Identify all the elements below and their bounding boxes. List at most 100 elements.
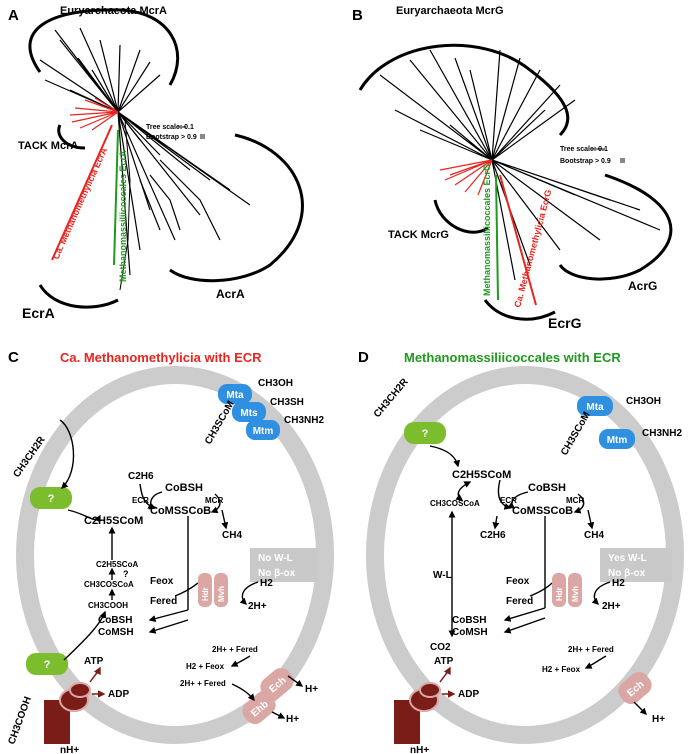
- atp-arrow-d: [439, 666, 451, 683]
- mvh-label-d: Mvh: [571, 586, 580, 602]
- cell-membrane-c: [16, 366, 334, 744]
- comsscob-c: CoMSSCoB: [150, 505, 211, 517]
- pathway-status-box-c: [250, 548, 318, 582]
- mta-transporter-d: Mta: [577, 396, 613, 416]
- methm-ecra-label: Methanomassiliicoccales EcrA: [118, 150, 128, 282]
- no-wl-c: No W-L: [258, 553, 293, 564]
- mta-label-c: Mta: [226, 390, 244, 401]
- panel-d-title: Methanomassiliicoccales with ECR: [404, 350, 621, 365]
- ch3scom-d: CH3SCoM: [559, 410, 593, 457]
- ch3scom-c: CH3SCoM: [203, 399, 237, 446]
- ecrg-arc: [483, 299, 556, 321]
- ch4-d: CH4: [584, 530, 604, 541]
- mtm-transporter-c: Mtm: [246, 420, 280, 440]
- ch3coscoa-c: CH3COSCoA: [84, 580, 134, 589]
- mvh-complex-c: [214, 573, 228, 607]
- panel-c: C Ca. Methanomethylicia with ECR Mta Mts…: [6, 349, 334, 754]
- cobsh-d: CoBSH: [528, 482, 566, 494]
- methm-ecrg-label: Methanomassiliicoccales EcrG: [482, 164, 492, 296]
- panel-c-letter: C: [8, 349, 19, 366]
- ch3coscoa-d: CH3COSCoA: [430, 499, 480, 508]
- meth-ecra-line: [51, 124, 113, 261]
- hdr-label-d: Hdr: [555, 587, 564, 601]
- tack-mcra-arc: [57, 124, 86, 150]
- ch3cooh-outside-c: CH3COOH: [6, 695, 33, 746]
- cobsh-c: CoBSH: [165, 482, 203, 494]
- meth-ecrg-line: [499, 174, 537, 306]
- ch3ch2r-d: CH3CH2R: [372, 376, 411, 420]
- ch3cooh-inside-c: CH3COOH: [88, 601, 128, 610]
- ech-arrows-c: [230, 655, 304, 719]
- mvh-label-c: Mvh: [217, 586, 226, 602]
- ecrg-label: EcrG: [548, 315, 582, 331]
- panel-a: A Euryarchaeota McrA TACK McrA Ca. Metha…: [8, 5, 304, 321]
- cobsh2-c: CoBSH: [98, 615, 132, 626]
- unknown-transporter-bottom-c: ?: [26, 653, 68, 675]
- ech-complex-c: [260, 667, 294, 701]
- mcrg-arc: [358, 43, 570, 137]
- question-c: ?: [123, 569, 129, 579]
- q-bottom-c: ?: [44, 659, 51, 671]
- tree-scale-a: Tree scale: 0.1: [146, 124, 194, 131]
- ecr-label-d: ECR: [500, 496, 517, 505]
- tack-mcra-label: TACK McrA: [18, 140, 78, 152]
- acrg-label: AcrG: [628, 279, 657, 293]
- h2-arrow-c: [239, 581, 259, 605]
- fered-d: Fered: [506, 596, 533, 607]
- methm-ecrg-line: [495, 174, 499, 301]
- atp-c: ATP: [84, 656, 104, 667]
- panel-c-title: Ca. Methanomethylicia with ECR: [60, 350, 262, 365]
- adp-d: ADP: [458, 689, 479, 700]
- ch4-c: CH4: [222, 530, 242, 541]
- comsscob-d: CoMSSCoB: [512, 505, 573, 517]
- hplus2-c: H+: [286, 714, 299, 725]
- reaction-arrows-d: [429, 445, 595, 638]
- tack-mcrg-arc: [433, 199, 489, 234]
- co2-d: CO2: [430, 642, 451, 653]
- ch3sh-c: CH3SH: [270, 397, 304, 408]
- unknown-transporter-top-c: ?: [30, 487, 72, 509]
- hdr-complex-c: [198, 573, 212, 607]
- atp-synthase-c: [44, 682, 91, 744]
- panel-b: B Euryarchaeota McrG TACK McrG Methanoma…: [352, 5, 673, 331]
- comsh-d: CoMSH: [452, 627, 488, 638]
- cobsh2-d: CoBSH: [452, 615, 486, 626]
- wl-d: W-L: [433, 570, 452, 581]
- yes-wl-d: Yes W-L: [608, 553, 647, 564]
- atp-arrow-c: [89, 666, 101, 683]
- nh-d: nH+: [410, 745, 429, 754]
- c2h5scom-c: C2H5SCoM: [84, 515, 143, 527]
- ech-top-c: 2H+ + Fered: [212, 645, 258, 654]
- ech-top-d: 2H+ + Fered: [568, 645, 614, 654]
- meth-ecra-label: Ca. Methanomethylicia EcrA: [51, 146, 110, 261]
- reaction-arrows-c: [59, 419, 229, 661]
- h2-d: H2: [612, 578, 625, 589]
- panel-d-letter: D: [358, 349, 369, 366]
- hplus1-c: H+: [305, 684, 318, 695]
- ecra-label: EcrA: [22, 305, 55, 321]
- panel-a-red-clade: [69, 97, 119, 131]
- mtm-label-c: Mtm: [253, 426, 274, 437]
- ch3oh-d: CH3OH: [626, 396, 661, 407]
- mcr-label-d: MCR: [566, 496, 584, 505]
- ehb-in-c: 2H+ + Fered: [180, 679, 226, 688]
- mts-label-c: Mts: [240, 408, 258, 419]
- panel-a-tree: [39, 27, 251, 291]
- comsh-c: CoMSH: [98, 627, 134, 638]
- bootstrap-square-a: [200, 134, 205, 139]
- methm-ecra-line: [113, 129, 119, 266]
- ch3oh-c: CH3OH: [258, 378, 293, 389]
- ch3nh2-c: CH3NH2: [284, 415, 324, 426]
- mtm-label-d: Mtm: [607, 435, 628, 446]
- nh-c: nH+: [60, 745, 79, 754]
- tack-mcrg-label: TACK McrG: [388, 229, 449, 241]
- feox-d: Feox: [506, 576, 530, 587]
- hdr-label-c: Hdr: [201, 587, 210, 601]
- panel-a-letter: A: [8, 7, 19, 24]
- acra-arc: [169, 133, 304, 283]
- atp-synthase-d: [394, 682, 441, 744]
- c2h6-d: C2H6: [480, 530, 506, 541]
- atp-d: ATP: [434, 656, 454, 667]
- no-box-c: No β-ox: [258, 568, 296, 579]
